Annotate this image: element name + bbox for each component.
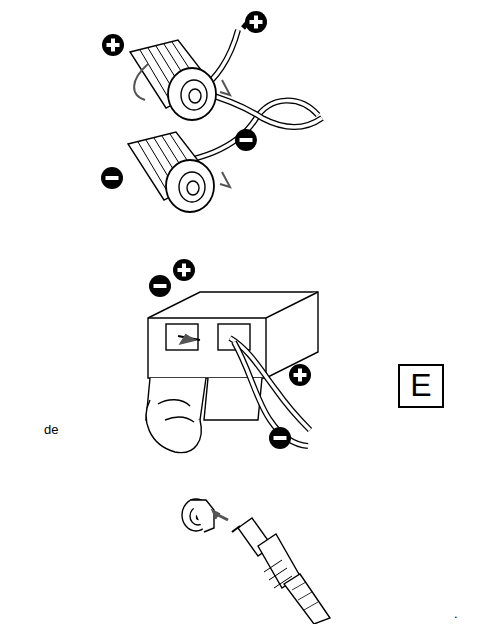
language-letter: E xyxy=(410,368,431,403)
binding-post-figure xyxy=(128,14,322,212)
text-fragment: . xyxy=(454,606,458,621)
spring-clip-figure xyxy=(146,292,318,453)
text-fragment: de xyxy=(44,422,58,437)
language-tab-box: E xyxy=(398,364,444,408)
pin-plug-figure xyxy=(182,499,330,624)
